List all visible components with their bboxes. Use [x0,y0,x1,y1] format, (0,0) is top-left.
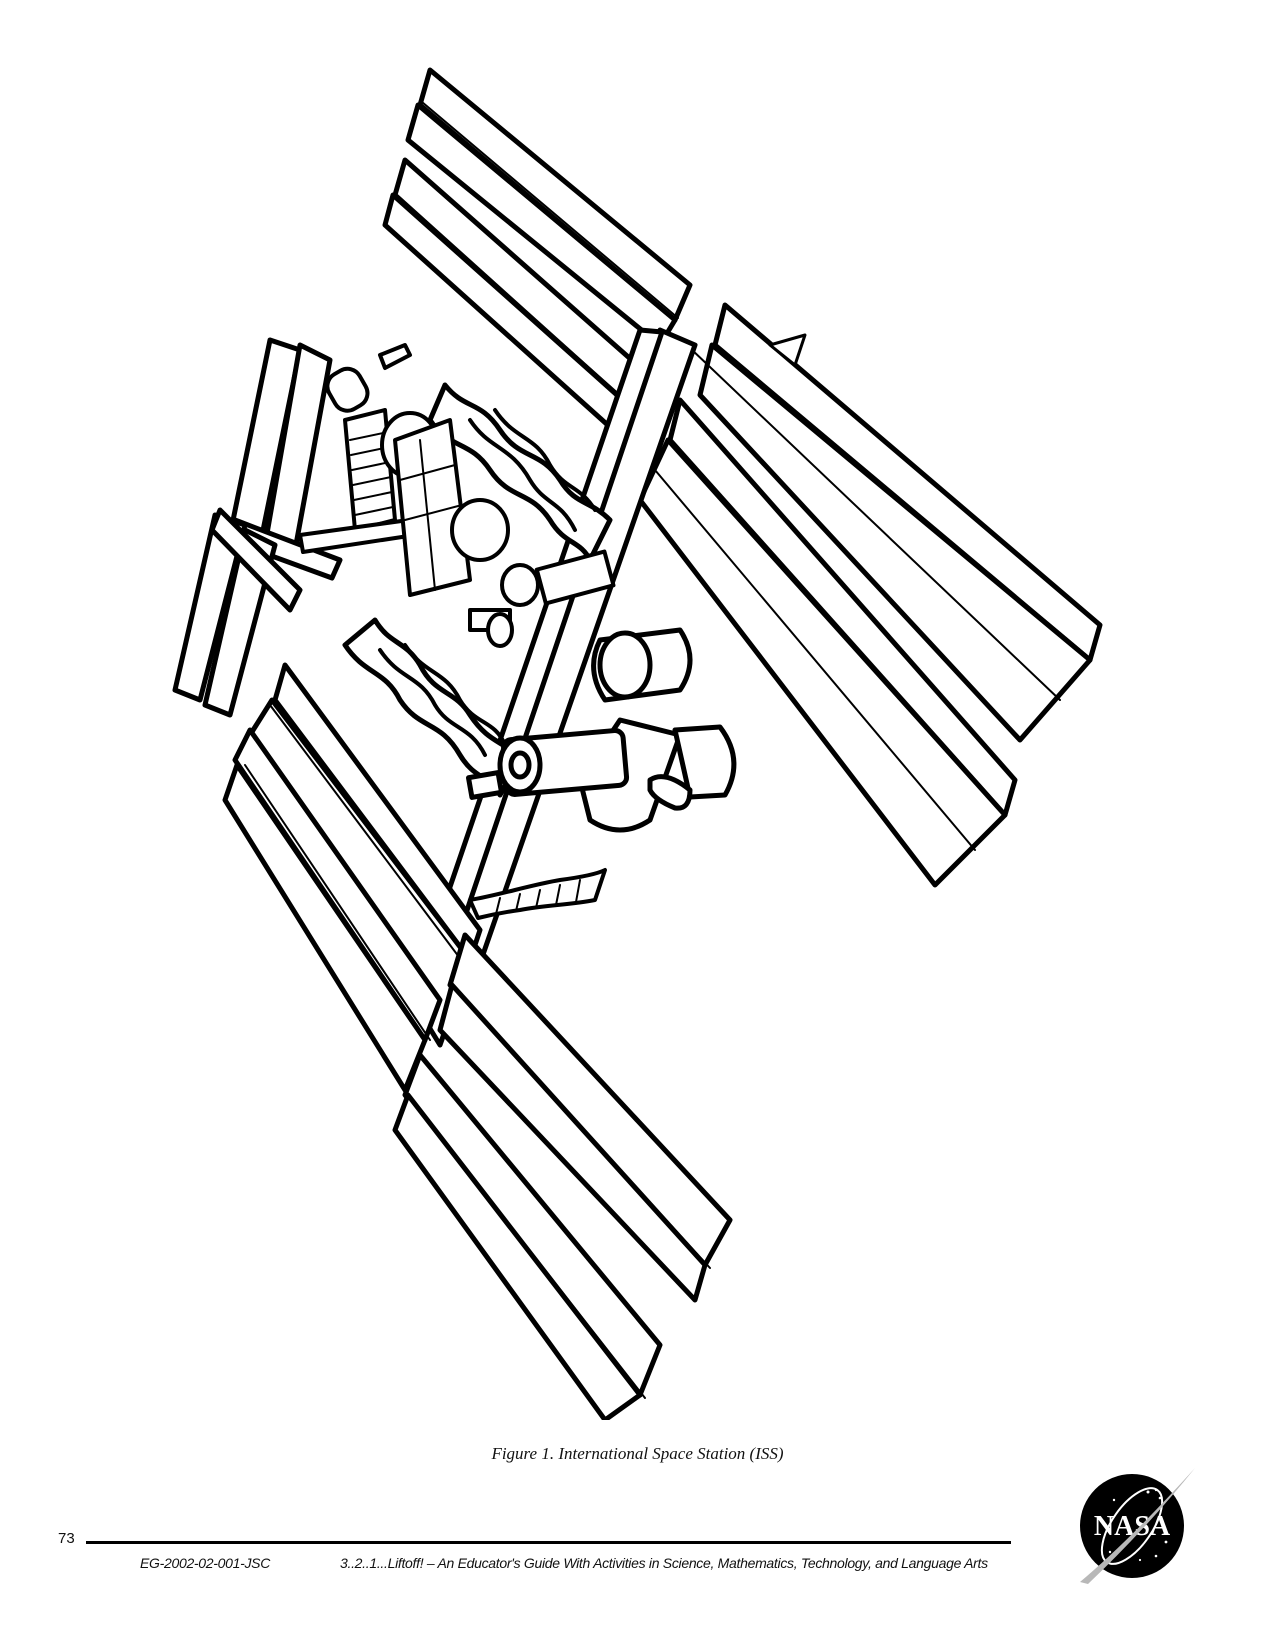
radiator-upper [427,382,613,563]
solar-array-upper-left [382,67,693,448]
radiator-lower [342,617,523,798]
russian-segment [298,343,472,597]
radiator-strip [468,868,607,920]
document-id: EG-2002-02-001-JSC [140,1555,270,1571]
figure-caption: Figure 1. International Space Station (I… [491,1444,784,1463]
solar-array-left-upper [225,337,343,581]
solar-array-lower-left [222,662,483,1093]
page-number: 73 [58,1530,75,1547]
footer-rule [86,1541,1011,1544]
iss-illustration [172,67,1103,1420]
nasa-logo-icon: NASA [1070,1460,1200,1590]
us-lab-cluster [465,627,737,833]
central-modules [450,498,616,648]
document-title: 3..2..1...Liftoff! – An Educator's Guide… [340,1555,988,1571]
solar-array-left-lower [172,507,303,718]
solar-array-bottom [392,932,733,1420]
